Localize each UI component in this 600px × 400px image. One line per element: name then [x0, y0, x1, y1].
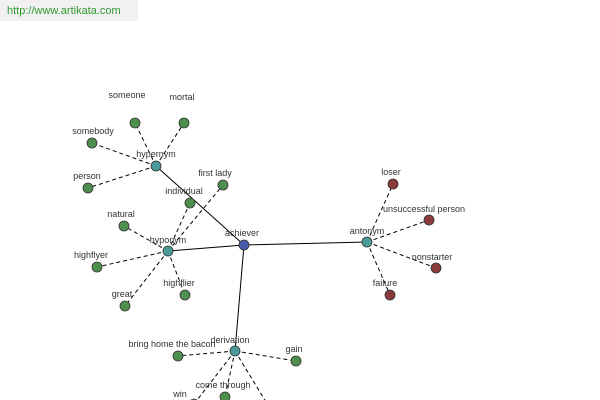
- label-natural: natural: [107, 209, 135, 219]
- label-unsuccessful-person: unsuccessful person: [383, 204, 465, 214]
- edge-derivation-gain: [234, 350, 297, 362]
- label-nonstarter: nonstarter: [412, 252, 453, 262]
- node-hyponym[interactable]: [162, 245, 174, 257]
- label-hypernym: hypernym: [136, 149, 176, 159]
- node-come-through[interactable]: [219, 391, 231, 400]
- labels-layer: achiever hypernym someone mortal somebody per…: [72, 90, 465, 399]
- node-hypernym[interactable]: [150, 160, 162, 172]
- label-first-lady: first lady: [198, 168, 232, 178]
- label-highflier: highflier: [163, 278, 195, 288]
- node-someone[interactable]: [129, 117, 141, 129]
- node-mortal[interactable]: [178, 117, 190, 129]
- nodes-layer: [82, 117, 442, 400]
- label-mortal: mortal: [169, 92, 194, 102]
- edge-derivation-offscreen-0: [234, 350, 266, 400]
- label-somebody: somebody: [72, 126, 114, 136]
- label-bring-home-the-bacon: bring home the bacon: [128, 339, 215, 349]
- edge-hyponym-highflier: [167, 250, 186, 296]
- edges-layer: [87, 122, 437, 400]
- node-highflyer[interactable]: [91, 261, 103, 273]
- edge-achiever-hyponym: [167, 244, 245, 252]
- edge-derivation-win: [196, 350, 236, 400]
- label-win: win: [172, 389, 187, 399]
- edge-antonym-failure: [366, 241, 391, 296]
- label-derivation: derivation: [210, 335, 249, 345]
- edge-antonym-loser: [366, 183, 394, 243]
- label-individual: individual: [165, 186, 203, 196]
- node-highflier[interactable]: [179, 289, 191, 301]
- edge-achiever-antonym: [243, 241, 368, 246]
- node-antonym[interactable]: [361, 236, 373, 248]
- edge-derivation-come-through: [224, 350, 236, 398]
- edge-hypernym-person: [87, 165, 157, 189]
- node-gain[interactable]: [290, 355, 302, 367]
- label-achiever: achiever: [225, 228, 259, 238]
- edge-antonym-unsuccessful-person: [366, 219, 430, 243]
- node-failure[interactable]: [384, 289, 396, 301]
- node-somebody[interactable]: [86, 137, 98, 149]
- label-hyponym: hyponym: [150, 235, 187, 245]
- label-great: great: [112, 289, 133, 299]
- node-individual[interactable]: [184, 197, 196, 209]
- node-unsuccessful-person[interactable]: [423, 214, 435, 226]
- site-url-link[interactable]: http://www.artikata.com: [7, 5, 121, 17]
- edge-derivation-bring-home-the-bacon: [177, 350, 236, 357]
- label-failure: failure: [373, 278, 398, 288]
- edge-achiever-hypernym: [155, 165, 245, 246]
- edge-hypernym-somebody: [91, 142, 157, 167]
- label-highflyer: highflyer: [74, 250, 108, 260]
- node-bring-home-the-bacon[interactable]: [172, 350, 184, 362]
- edge-hyponym-individual: [167, 202, 191, 252]
- label-loser: loser: [381, 167, 401, 177]
- node-first-lady[interactable]: [217, 179, 229, 191]
- edge-hyponym-natural: [123, 225, 169, 252]
- node-loser[interactable]: [387, 178, 399, 190]
- edge-hyponym-highflyer: [96, 250, 169, 268]
- node-nonstarter[interactable]: [430, 262, 442, 274]
- edge-hyponym-great: [124, 250, 169, 307]
- edge-hyponym-first-lady: [167, 184, 224, 252]
- node-achiever[interactable]: [238, 239, 250, 251]
- label-gain: gain: [285, 344, 302, 354]
- edge-achiever-derivation: [234, 244, 245, 352]
- edge-hypernym-mortal: [155, 122, 185, 167]
- edge-antonym-nonstarter: [366, 241, 437, 269]
- node-derivation[interactable]: [229, 345, 241, 357]
- label-person: person: [73, 171, 101, 181]
- node-person[interactable]: [82, 182, 94, 194]
- label-come-through: come through: [195, 380, 250, 390]
- node-great[interactable]: [119, 300, 131, 312]
- label-antonym: antonym: [350, 226, 385, 236]
- node-natural[interactable]: [118, 220, 130, 232]
- edge-hypernym-someone: [134, 122, 157, 167]
- label-someone: someone: [108, 90, 145, 100]
- url-bar: http://www.artikata.com: [0, 0, 138, 21]
